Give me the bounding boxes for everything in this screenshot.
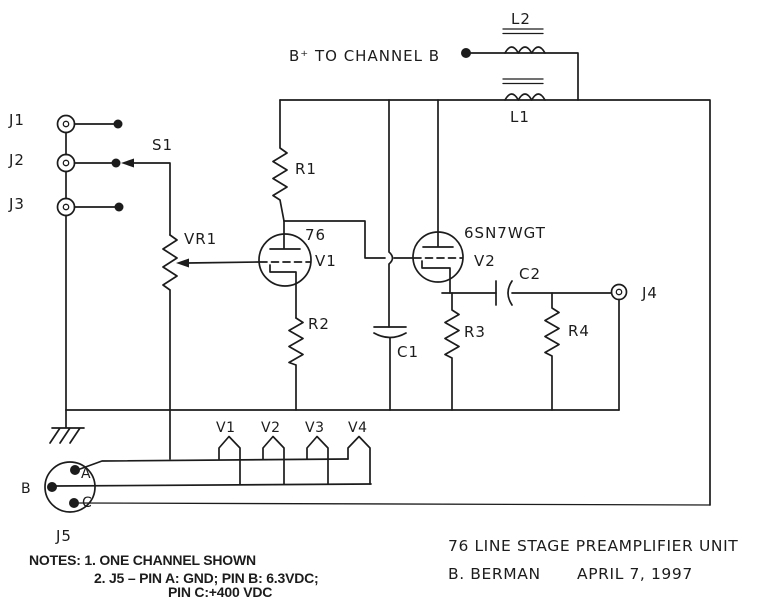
power-connector-j5: A B C J5 [21,461,96,545]
heater-v2-socket [262,435,285,485]
resistor-r1: R1 [272,99,317,222]
volume-pot-vr1: VR1 [162,230,260,460]
capacitor-c2: C2 [495,265,613,306]
r1-label: R1 [295,160,317,178]
vr1-resistor-body [162,234,178,460]
jack-j1-label: J1 [8,111,25,129]
r1-body [272,99,288,222]
j5-pin-b-dot [47,482,57,492]
c1-top-lead-with-hop [388,99,394,328]
jack-j3-contact-dot [114,202,124,212]
j5-pin-a-label: A [81,466,91,482]
inductor-l1-coil [504,93,546,101]
v1-envelope [258,233,312,287]
jack-j3-label: J3 [8,195,25,213]
bplus-channel-b-label: B⁺ TO CHANNEL B [289,47,440,65]
notes-block: NOTES: 1. ONE CHANNEL SHOWN 2. J5 – PIN … [29,552,319,600]
inductor-l2-core [502,28,544,35]
v1-label: V1 [315,252,337,270]
vr1-wiper-to-grid-wire [187,261,260,264]
heater-v4-label: V4 [348,420,367,436]
inductor-l2-label: L2 [511,10,531,28]
choke-l2-wiring [470,52,579,101]
s1-wiper-arrowhead [121,158,134,168]
r3-body [444,292,460,411]
title-block: 76 LINE STAGE PREAMPLIFIER UNIT B. BERMA… [448,537,738,583]
heater-v3-socket [306,435,329,485]
jack-j4-center [615,288,623,296]
v1-plate-to-v2-grid-wire [283,220,414,259]
pin-b-6v3-line [55,483,372,487]
notes-line-2: 2. J5 – PIN A: GND; PIN B: 6.3VDC; [94,570,319,586]
drawing-date: APRIL 7, 1997 [577,565,693,583]
jack-j4-label: J4 [641,284,658,302]
jack-j3-center [62,203,70,211]
output-jack-j4: J4 [610,283,658,411]
v2-plate [422,99,454,248]
v1-cathode [269,264,297,319]
v2-type-label: 6SN7WGT [464,224,546,242]
tube-v1: 76 V1 [258,220,337,319]
jack-j2-label: J2 [8,151,25,169]
inductor-l1-core [502,78,544,85]
heater-v1-socket [218,435,241,485]
bplus-bus-and-right-rail [279,99,711,506]
resistor-r4: R4 [544,292,590,411]
ground-bus [49,409,620,444]
vr1-label: VR1 [184,230,217,248]
drawing-author: B. BERMAN [448,565,541,583]
j5-pin-c-label: C [82,495,92,511]
s1-label: S1 [152,136,173,154]
vr1-wiper-arrowhead [176,258,189,268]
power-supply-section: L2 L1 B⁺ TO CHANNEL B [279,10,711,506]
drawing-title: 76 LINE STAGE PREAMPLIFIER UNIT [448,537,738,555]
inductor-l1-label: L1 [510,108,530,126]
selector-switch-s1: S1 [121,136,173,236]
jack-j1-contact-dot [113,119,123,129]
resistor-r2: R2 [288,315,330,411]
heater-v2-label: V2 [261,420,280,436]
chassis-ground-symbol [49,409,85,444]
v1-type-label: 76 [305,226,326,244]
resistor-r3: R3 [444,292,486,411]
v2-label: V2 [474,252,496,270]
c1-label: C1 [397,343,419,361]
heater-v1-label: V1 [216,420,235,436]
j5-label: J5 [55,527,72,545]
inductor-l2-coil [504,46,546,54]
r4-body [544,292,560,411]
r2-label: R2 [308,315,330,333]
j5-pin-a-dot [70,465,80,475]
j5-pin-c-dot [69,498,79,508]
heater-v3-label: V3 [305,420,324,436]
jack-j2-center [62,159,70,167]
c2-label: C2 [519,265,541,283]
r3-label: R3 [464,323,486,341]
s1-wiper-wire [132,162,171,236]
j5-shell [44,461,96,513]
tube-v2: 6SN7WGT V2 [412,99,546,294]
heater-rail: V1 V2 V3 V4 [55,420,711,506]
r4-label: R4 [568,322,590,340]
input-jacks: J1 J2 J3 [8,111,124,411]
notes-line-1: NOTES: 1. ONE CHANNEL SHOWN [29,552,256,568]
bplus-terminal-dot [461,48,471,58]
v2-cathode [421,260,451,294]
jack-j1-center [62,120,70,128]
r2-body [288,317,304,411]
pin-a-gnd-line [79,458,349,470]
notes-line-3: PIN C:+400 VDC [168,584,272,600]
j5-pin-b-label: B [21,481,31,497]
capacitor-c1: C1 [373,99,419,411]
jack-j2-contact-dot [111,158,121,168]
heater-v4-socket [347,435,371,485]
c2-right-plate [507,280,513,306]
v1-plate [269,220,301,250]
pin-c-400v-line [77,502,711,506]
